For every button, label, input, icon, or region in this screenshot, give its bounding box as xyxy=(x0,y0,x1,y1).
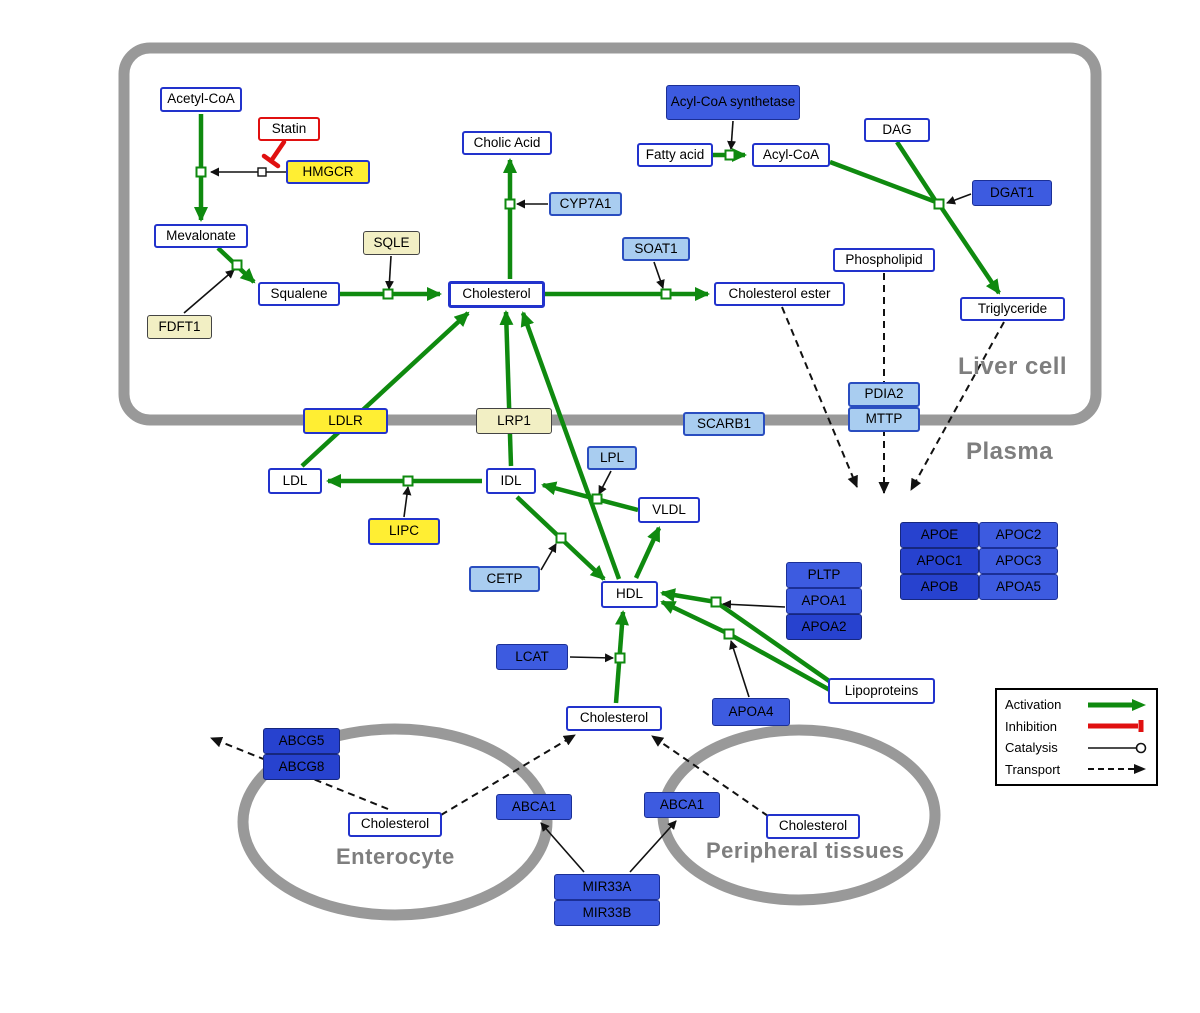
node-acetyl-coa[interactable]: Acetyl-CoA xyxy=(160,87,242,112)
node-dag[interactable]: DAG xyxy=(864,118,930,142)
node-vldl[interactable]: VLDL xyxy=(638,497,700,523)
node-triglyceride[interactable]: Triglyceride xyxy=(960,297,1065,321)
node-phospholipid[interactable]: Phospholipid xyxy=(833,248,935,272)
node-cyp7a1[interactable]: CYP7A1 xyxy=(549,192,622,216)
node-lipoproteins[interactable]: Lipoproteins xyxy=(828,678,935,704)
node-hmgcr[interactable]: HMGCR xyxy=(286,160,370,184)
node-apoc3[interactable]: APOC3 xyxy=(979,548,1058,574)
enterocyte-membrane xyxy=(237,723,553,921)
node-acyl-coa-synthetase[interactable]: Acyl-CoA synthetase xyxy=(666,85,800,120)
node-idl[interactable]: IDL xyxy=(486,468,536,494)
activation-arrow-icon xyxy=(1088,698,1146,711)
transport-dashed-arrow-icon xyxy=(1088,764,1146,775)
node-lipc[interactable]: LIPC xyxy=(368,518,440,545)
node-hdl[interactable]: HDL xyxy=(601,581,658,608)
node-soat1[interactable]: SOAT1 xyxy=(622,237,690,261)
legend: Activation Inhibition Catalysis Transpor… xyxy=(995,688,1158,786)
label-peripheral-tissues: Peripheral tissues xyxy=(706,838,905,863)
inhibition-edge xyxy=(261,139,287,169)
node-cholesterol-liver[interactable]: Cholesterol xyxy=(448,281,545,308)
node-mir33a[interactable]: MIR33A xyxy=(554,874,660,900)
node-apob[interactable]: APOB xyxy=(900,574,979,600)
node-apoe[interactable]: APOE xyxy=(900,522,979,548)
node-abcg5[interactable]: ABCG5 xyxy=(263,728,340,754)
legend-row-activation: Activation xyxy=(1005,697,1148,713)
node-squalene[interactable]: Squalene xyxy=(258,282,340,306)
node-acyl-coa[interactable]: Acyl-CoA xyxy=(752,143,830,167)
node-apoa5[interactable]: APOA5 xyxy=(979,574,1058,600)
legend-transport-label: Transport xyxy=(1005,761,1061,777)
node-abcg8[interactable]: ABCG8 xyxy=(263,754,340,780)
node-apoa1[interactable]: APOA1 xyxy=(786,588,862,614)
node-pltp[interactable]: PLTP xyxy=(786,562,862,588)
legend-catalysis-label: Catalysis xyxy=(1005,740,1058,756)
node-apoc2[interactable]: APOC2 xyxy=(979,522,1058,548)
node-apoa2[interactable]: APOA2 xyxy=(786,614,862,640)
node-abca1-peripheral[interactable]: ABCA1 xyxy=(644,792,720,818)
node-apoc1[interactable]: APOC1 xyxy=(900,548,979,574)
node-cetp[interactable]: CETP xyxy=(469,566,540,592)
node-mevalonate[interactable]: Mevalonate xyxy=(154,224,248,248)
node-mir33b[interactable]: MIR33B xyxy=(554,900,660,926)
label-plasma: Plasma xyxy=(966,438,1054,465)
node-abca1-enterocyte[interactable]: ABCA1 xyxy=(496,794,572,820)
node-cholesterol-plasma[interactable]: Cholesterol xyxy=(566,706,662,731)
catalysis-circle-icon xyxy=(1088,742,1147,754)
node-scarb1[interactable]: SCARB1 xyxy=(683,412,765,436)
label-enterocyte: Enterocyte xyxy=(336,844,455,869)
node-cholesterol-ester[interactable]: Cholesterol ester xyxy=(714,282,845,306)
node-lcat[interactable]: LCAT xyxy=(496,644,568,670)
node-sqle[interactable]: SQLE xyxy=(363,231,420,255)
legend-activation-label: Activation xyxy=(1005,697,1062,713)
legend-row-inhibition: Inhibition xyxy=(1005,718,1148,734)
inhibition-tbar-icon xyxy=(1088,720,1144,733)
node-mttp[interactable]: MTTP xyxy=(848,407,920,432)
node-cholesterol-enterocyte[interactable]: Cholesterol xyxy=(348,812,442,837)
node-statin[interactable]: Statin xyxy=(258,117,320,141)
node-pdia2[interactable]: PDIA2 xyxy=(848,382,920,407)
node-cholic-acid[interactable]: Cholic Acid xyxy=(462,131,552,155)
node-dgat1[interactable]: DGAT1 xyxy=(972,180,1052,206)
node-apoa4[interactable]: APOA4 xyxy=(712,698,790,726)
node-ldl[interactable]: LDL xyxy=(268,468,322,494)
node-ldlr[interactable]: LDLR xyxy=(303,408,388,434)
catalysis-edges xyxy=(183,120,972,873)
reaction-nodes xyxy=(195,149,945,664)
legend-row-transport: Transport xyxy=(1005,761,1148,777)
node-fatty-acid[interactable]: Fatty acid xyxy=(637,143,713,167)
node-fdft1[interactable]: FDFT1 xyxy=(147,315,212,339)
legend-inhibition-label: Inhibition xyxy=(1005,718,1058,734)
node-cholesterol-peripheral[interactable]: Cholesterol xyxy=(766,814,860,839)
node-lpl[interactable]: LPL xyxy=(587,446,637,470)
liver-cell-membrane xyxy=(118,42,1102,426)
legend-row-catalysis: Catalysis xyxy=(1005,740,1148,756)
node-lrp1[interactable]: LRP1 xyxy=(476,408,552,434)
label-liver-cell: Liver cell xyxy=(958,353,1068,380)
